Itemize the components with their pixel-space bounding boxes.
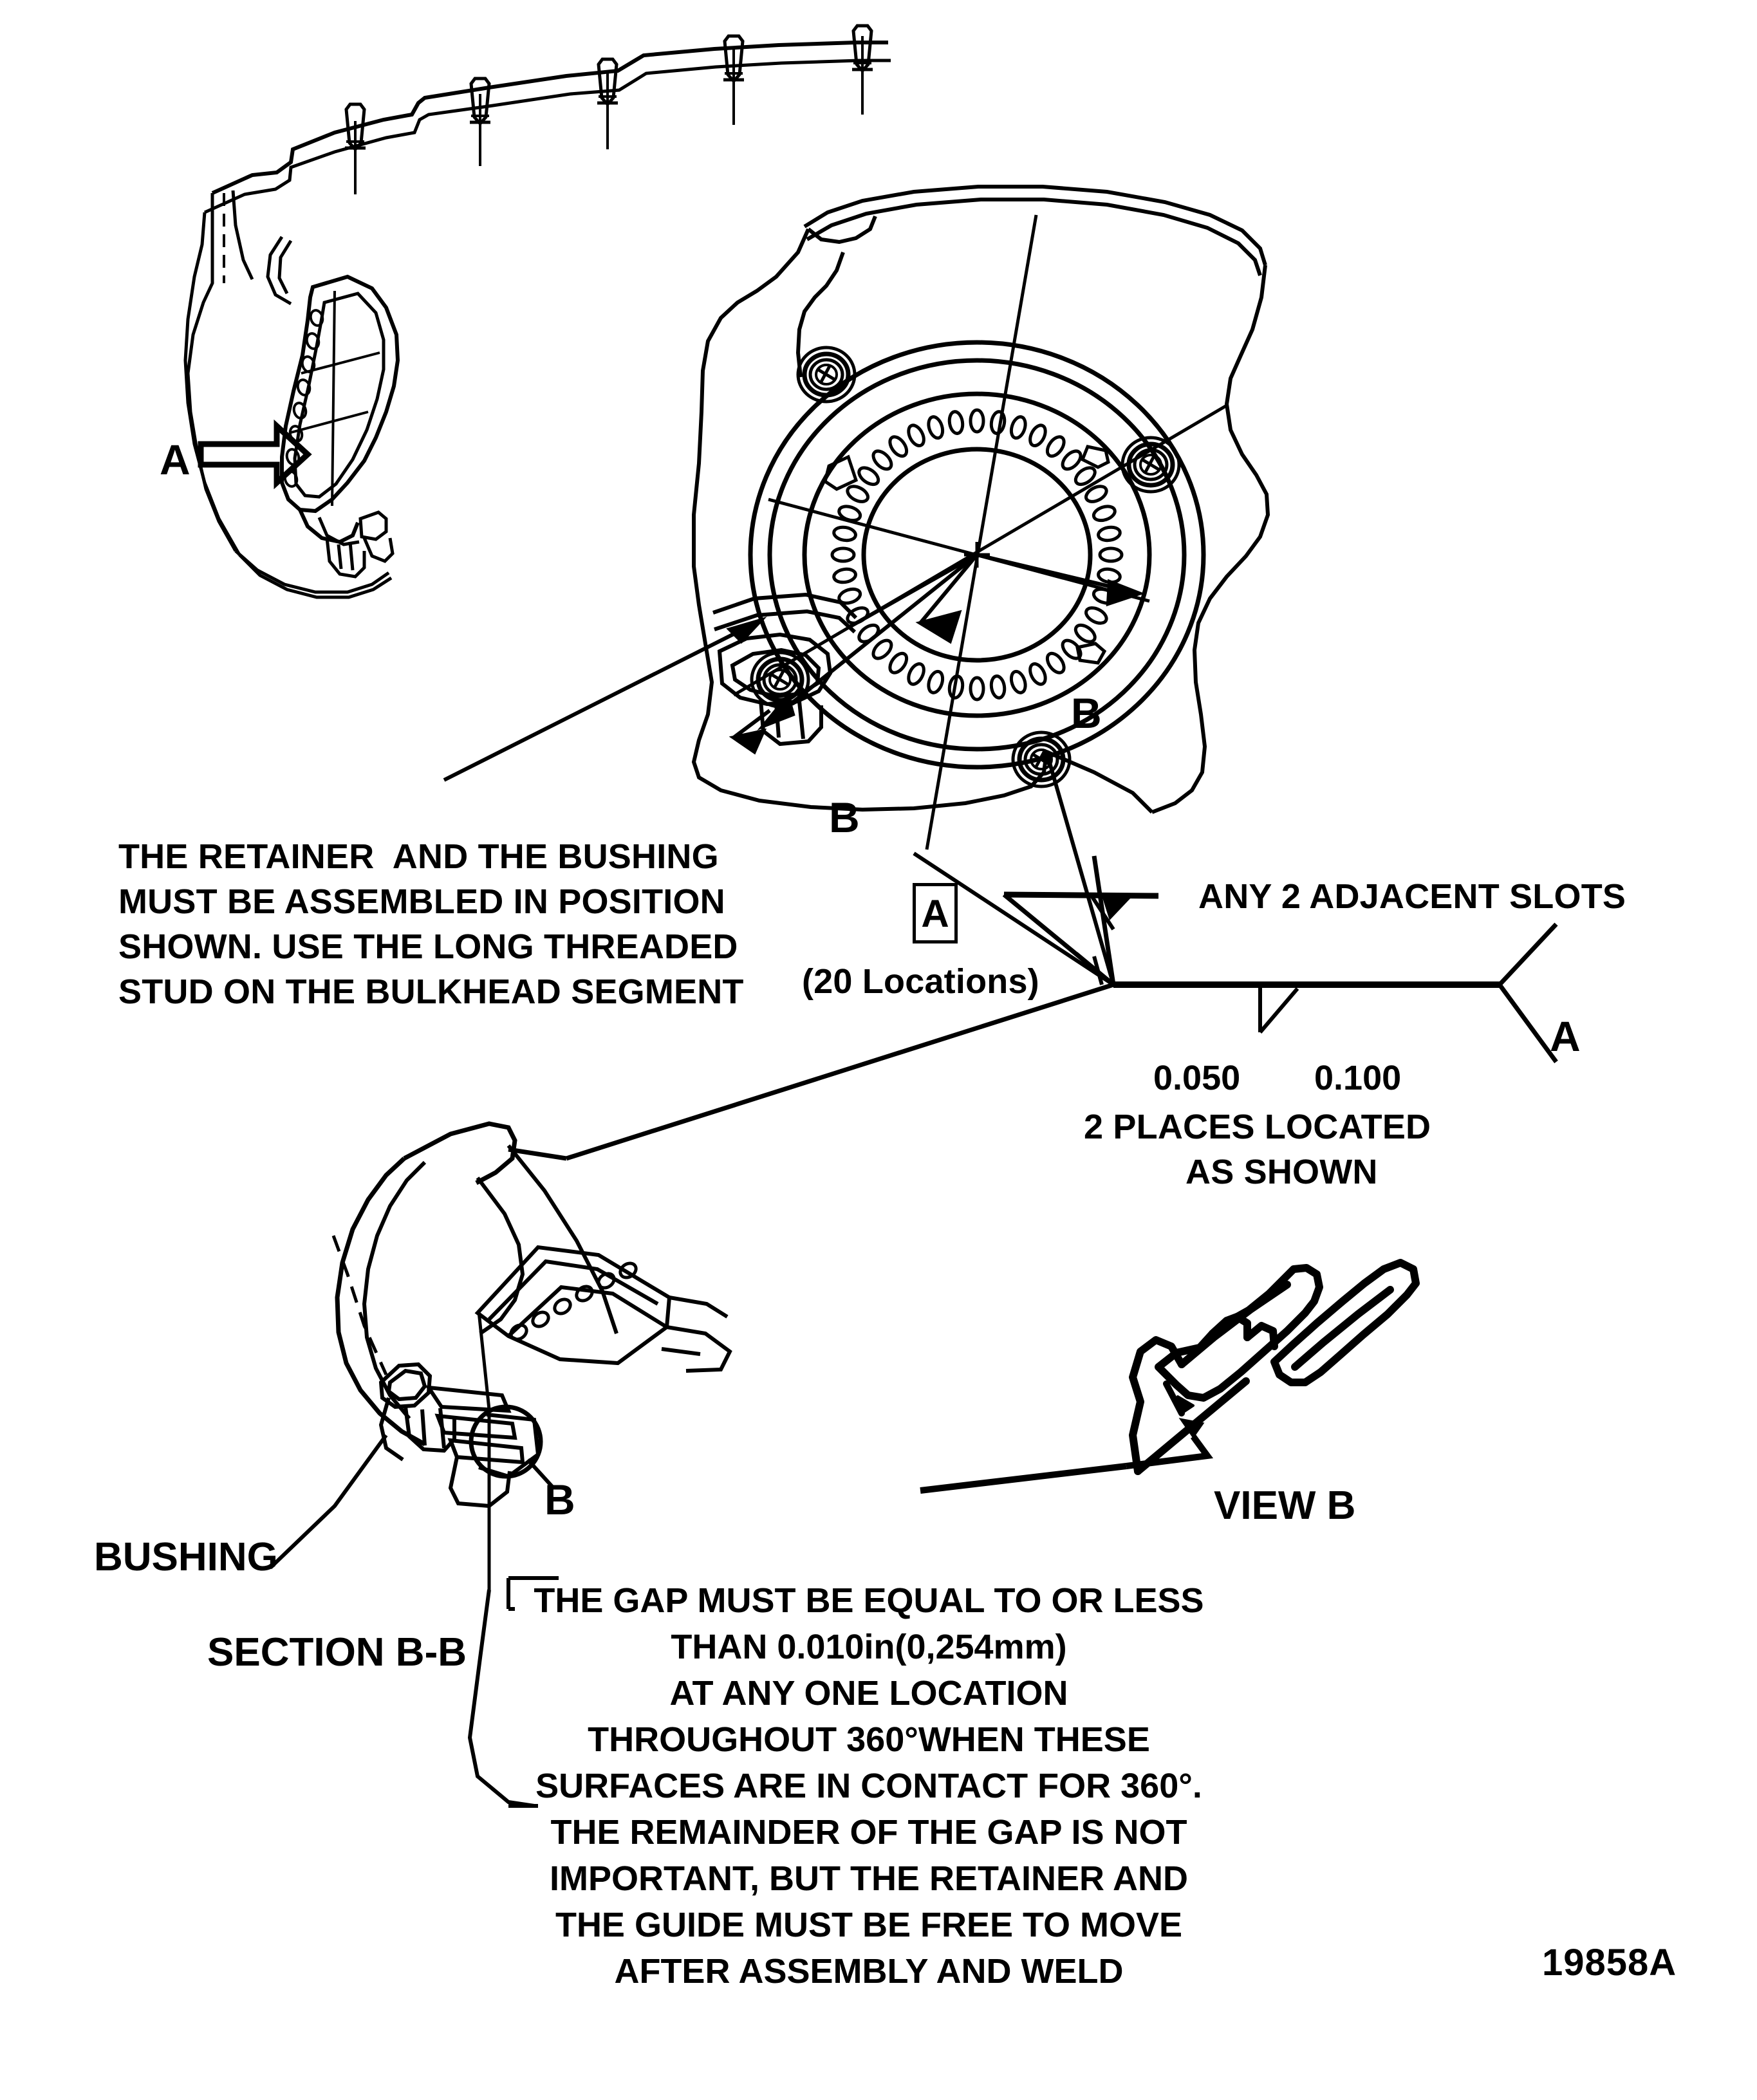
datum-feature-box: A (913, 883, 958, 943)
main-view-geometry (691, 185, 1270, 850)
view-a-arrow (198, 419, 312, 490)
tolerance-frame (1002, 855, 1558, 1064)
locations-note: (20 Locations) (802, 962, 1039, 1001)
retainer-note-line-3: SHOWN. USE THE LONG THREADED (118, 927, 738, 966)
gap-note-line-7: IMPORTANT, BUT THE RETAINER AND (550, 1859, 1188, 1898)
section-label-b-left: B (829, 794, 860, 841)
gap-note-line-6: THE REMAINDER OF THE GAP IS NOT (550, 1813, 1187, 1852)
long-leader (508, 982, 1115, 1161)
section-bb-geometry (331, 1121, 732, 1590)
gap-note-leader (467, 1576, 559, 1808)
view-b-caption: VIEW B (1214, 1483, 1356, 1528)
view-b-leader (920, 1418, 1214, 1494)
view-b-geometry (1129, 1259, 1420, 1475)
dimension-0050: 0.050 (1153, 1059, 1241, 1097)
gap-note-line-4: THROUGHOUT 360°WHEN THESE (588, 1720, 1150, 1759)
section-bb-b-label: B (544, 1476, 575, 1523)
bushing-leader (268, 1434, 388, 1570)
view-a-geometry (183, 26, 891, 599)
bushing-label: BUSHING (94, 1535, 278, 1579)
places-note-line-1: 2 PLACES LOCATED (1084, 1108, 1431, 1146)
retainer-note-line-2: MUST BE ASSEMBLED IN POSITION (118, 882, 725, 921)
section-label-b-right: B (1071, 689, 1102, 737)
places-note-line-2: AS SHOWN (1185, 1153, 1378, 1191)
view-a-arrow-label: A (160, 436, 191, 483)
gap-note-line-9: AFTER ASSEMBLY AND WELD (614, 1952, 1124, 1991)
drawing-number: 19858A (1542, 1942, 1677, 1984)
retainer-note-line-4: STUD ON THE BULKHEAD SEGMENT (118, 972, 744, 1011)
retainer-note-line-1: THE RETAINER AND THE BUSHING (118, 837, 719, 876)
gap-note-line-8: THE GUIDE MUST BE FREE TO MOVE (555, 1906, 1183, 1944)
gap-note-line-3: AT ANY ONE LOCATION (669, 1674, 1068, 1713)
datum-letter-a: A (1550, 1012, 1581, 1060)
slot-ring (830, 408, 1124, 702)
adjacent-slots-note: ANY 2 ADJACENT SLOTS (1198, 877, 1626, 916)
main-view-leaders (443, 553, 1145, 987)
dimension-0100: 0.100 (1314, 1059, 1402, 1097)
section-bb-caption: SECTION B-B (207, 1630, 467, 1675)
section-bb-b-leader (526, 1458, 555, 1490)
gap-note-line-1: THE GAP MUST BE EQUAL TO OR LESS (534, 1581, 1204, 1620)
gap-note-line-2: THAN 0.010in(0,254mm) (671, 1628, 1067, 1666)
gap-note-line-5: SURFACES ARE IN CONTACT FOR 360°. (535, 1767, 1202, 1805)
